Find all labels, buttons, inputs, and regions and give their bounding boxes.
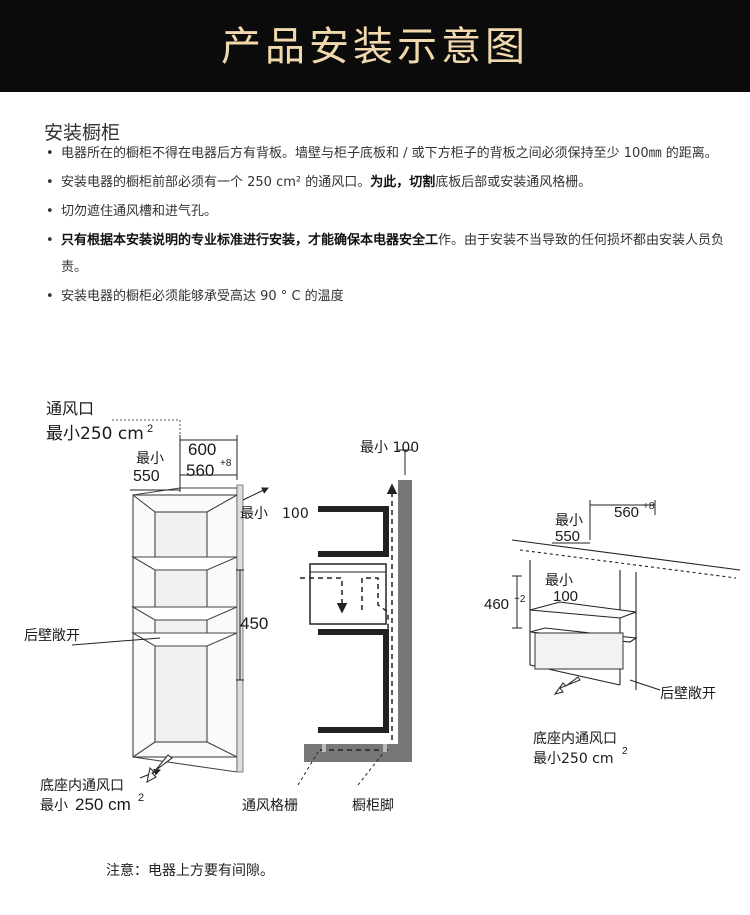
bold-text: 为此，切割 [370, 175, 436, 190]
cabinet-panels [318, 506, 389, 733]
dim-560-tol: +8 [220, 458, 232, 469]
under-counter-diagram: 560 +8 最小 550 460 +2 最小 100 后壁敞开 底座内通风口 … [484, 500, 741, 767]
note-text: 注意：电器上方要有间隙。 [106, 863, 274, 879]
top-gap-label: 最小 100 [360, 440, 419, 456]
dim-600: 600 [188, 440, 216, 459]
instruction-item: 切勿遮住通风槽和进气孔。 [44, 198, 734, 225]
base-vent-label: 底座内通风口 [533, 731, 617, 747]
oven-drawer [534, 632, 624, 670]
instruction-item: 安装电器的橱柜必须能够承受高达 90 ° C 的温度 [44, 283, 734, 310]
section-title: 安装橱柜 [44, 122, 121, 144]
instruction-item: 电器所在的橱柜不得在电器后方有背板。墙壁与柜子底板和 / 或下方柜子的背板之间必… [44, 140, 734, 167]
cabinet-outline [130, 487, 238, 773]
rear-open-leader [629, 679, 661, 691]
base-min-label: 最小250 cm [533, 751, 614, 767]
rear-open-leader [71, 637, 161, 646]
dim-560-tol: +8 [643, 501, 655, 512]
base-min-label: 最小 [40, 798, 68, 814]
min-label: 最小 [136, 451, 164, 467]
vent-min: 最小250 cm [46, 424, 144, 444]
dim-min-100: 最小 100 [240, 506, 309, 522]
rear-open-label: 后壁敞开 [660, 686, 716, 702]
instruction-item: 安装电器的橱柜前部必须有一个 250 cm² 的通风口。为此，切割底板后部或安装… [44, 169, 734, 196]
vent-label: 通风口 [46, 399, 94, 418]
airflow-path [300, 483, 398, 751]
foot-label: 橱柜脚 [352, 798, 394, 814]
text-segment: 电器所在的橱柜不得在电器后方有背板。墙壁与柜子底板和 / 或下方柜子的背板之间必… [61, 146, 718, 161]
bold-text: 只有根据本安装说明的专业标准进行安装，才能确保本电器安全工 [61, 233, 439, 248]
page-title: 产品安装示意图 [221, 24, 529, 70]
base-airflow-arrow-right [553, 676, 581, 695]
wall [398, 480, 412, 758]
installation-diagram: 通风口 最小250 cm 2 最小 550 600 560 +8 最小 100 … [24, 399, 741, 814]
cabinet-foot [383, 744, 387, 752]
header-banner: 产品安装示意图 [0, 0, 750, 92]
dim-550: 550 [555, 528, 580, 545]
cross-section-diagram: 最小 100 通风格栅 橱柜脚 [242, 440, 419, 814]
instruction-list: 电器所在的橱柜不得在电器后方有背板。墙壁与柜子底板和 / 或下方柜子的背板之间必… [44, 138, 734, 310]
dim-460: 460 [484, 596, 509, 613]
floor [304, 744, 412, 762]
rear-open-label: 后壁敞开 [24, 628, 80, 644]
dim-560: 560 [614, 504, 639, 521]
base-min-sup: 2 [138, 792, 144, 804]
instruction-item: 只有根据本安装说明的专业标准进行安装，才能确保本电器安全工作。由于安装不当导致的… [44, 227, 734, 281]
vent-opening-marker [112, 419, 181, 490]
base-vent-label: 底座内通风口 [40, 778, 124, 794]
base-min-value: 250 cm [75, 795, 131, 814]
tall-cabinet-diagram: 通风口 最小250 cm 2 最小 550 600 560 +8 最小 100 … [24, 399, 309, 814]
dim-560: 560 [186, 461, 214, 480]
min-label: 最小 [555, 513, 583, 529]
cabinet-foot [322, 744, 326, 752]
text-segment: 安装电器的橱柜前部必须有一个 250 cm² 的通风口。 [61, 175, 371, 190]
text-segment: 安装电器的橱柜必须能够承受高达 90 ° C 的温度 [61, 289, 344, 304]
text-segment: 作。由于安装不当导致的任何损坏都由安装人员负责。 [61, 233, 725, 275]
dim-460-tol: +2 [514, 594, 526, 605]
min-100-label: 最小 [545, 573, 573, 589]
oven-box [309, 563, 387, 625]
grille-label: 通风格栅 [242, 798, 298, 814]
base-min-sup: 2 [622, 746, 628, 757]
vent-sup: 2 [147, 423, 153, 435]
text-segment: 底板后部或安装通风格栅。 [435, 175, 592, 190]
text-segment: 切勿遮住通风槽和进气孔。 [61, 204, 218, 219]
dim-550: 550 [133, 468, 160, 485]
min-100-value: 100 [553, 588, 578, 605]
dim-450: 450 [240, 614, 268, 633]
base-airflow-arrow [146, 754, 173, 784]
